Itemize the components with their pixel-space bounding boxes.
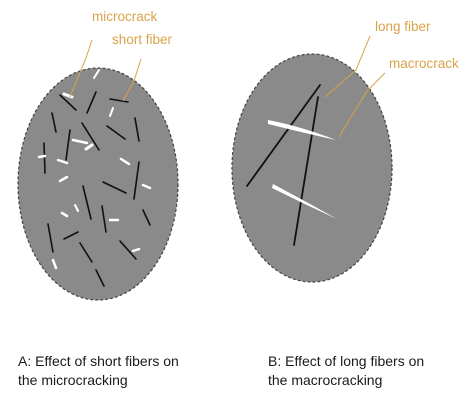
microcrack-mark [39,156,45,157]
short-fiber [44,143,45,173]
panel-a-matrix-circle [18,68,178,300]
microcrack-label: microcrack [92,9,158,24]
panel-a-caption: A: Effect of short fibers on the microcr… [18,352,179,390]
panel-b-caption-line1: B: Effect of long fibers on [268,352,424,371]
macrocrack-label: macrocrack [389,56,459,71]
panel-b-caption: B: Effect of long fibers on the macrocra… [268,352,424,390]
panel-a-caption-line1: A: Effect of short fibers on [18,352,179,371]
panel-a: microcrack short fiber [18,9,178,300]
panel-b-matrix-circle [232,54,392,282]
panel-a-caption-line2: the microcracking [18,371,179,390]
panel-b: long fiber macrocrack [232,19,459,282]
short-fiber-label: short fiber [112,32,173,47]
long-fiber-label: long fiber [375,19,431,34]
panel-b-caption-line2: the macrocracking [268,371,424,390]
